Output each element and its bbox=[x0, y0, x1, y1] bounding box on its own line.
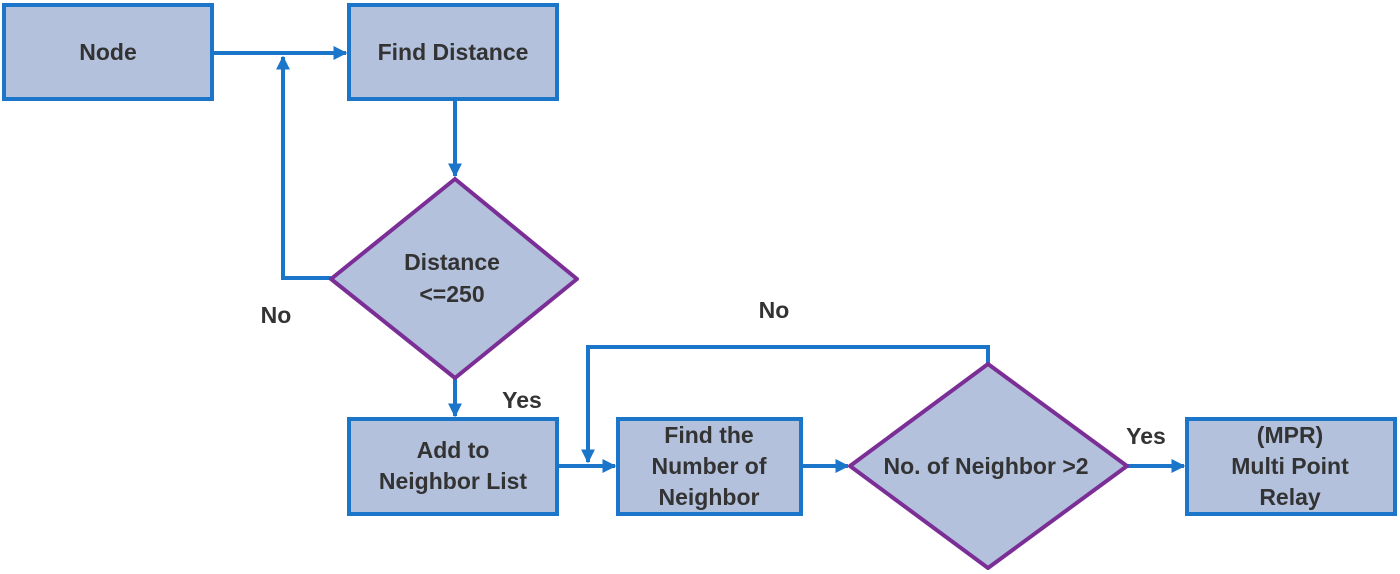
find-number-line1: Find the bbox=[664, 422, 753, 448]
distance-no-label: No bbox=[261, 302, 292, 328]
mpr-box: (MPR) Multi Point Relay bbox=[1185, 417, 1397, 516]
mpr-line3: Relay bbox=[1259, 484, 1321, 510]
find-distance-label: Find Distance bbox=[378, 39, 529, 65]
node-label: Node bbox=[79, 39, 137, 65]
neighbor-check-diamond: No. of Neighbor >2 bbox=[848, 362, 1129, 570]
find-distance-box: Find Distance bbox=[347, 3, 559, 101]
mpr-line1: (MPR) bbox=[1257, 422, 1323, 448]
find-number-line2: Number of bbox=[652, 453, 767, 479]
node-box: Node bbox=[2, 3, 214, 101]
add-neighbor-box: Add to Neighbor List bbox=[347, 417, 559, 516]
find-number-box: Find the Number of Neighbor bbox=[616, 417, 803, 516]
distance-check-line1: Distance bbox=[404, 249, 500, 275]
edge-neighbor-no-loop bbox=[581, 345, 990, 464]
neighbor-no-label: No bbox=[759, 297, 790, 323]
mpr-line2: Multi Point bbox=[1231, 453, 1349, 479]
distance-check-line2: <=250 bbox=[419, 281, 484, 307]
distance-check-diamond: Distance <=250 bbox=[329, 177, 579, 380]
distance-yes-label: Yes bbox=[502, 387, 542, 413]
add-neighbor-line1: Add to bbox=[417, 437, 490, 463]
add-neighbor-line2: Neighbor List bbox=[379, 468, 528, 494]
edge-distance-no-loop bbox=[276, 55, 331, 280]
neighbor-check-label: No. of Neighbor >2 bbox=[883, 453, 1088, 479]
find-number-line3: Neighbor bbox=[659, 484, 760, 510]
neighbor-yes-label: Yes bbox=[1126, 423, 1166, 449]
